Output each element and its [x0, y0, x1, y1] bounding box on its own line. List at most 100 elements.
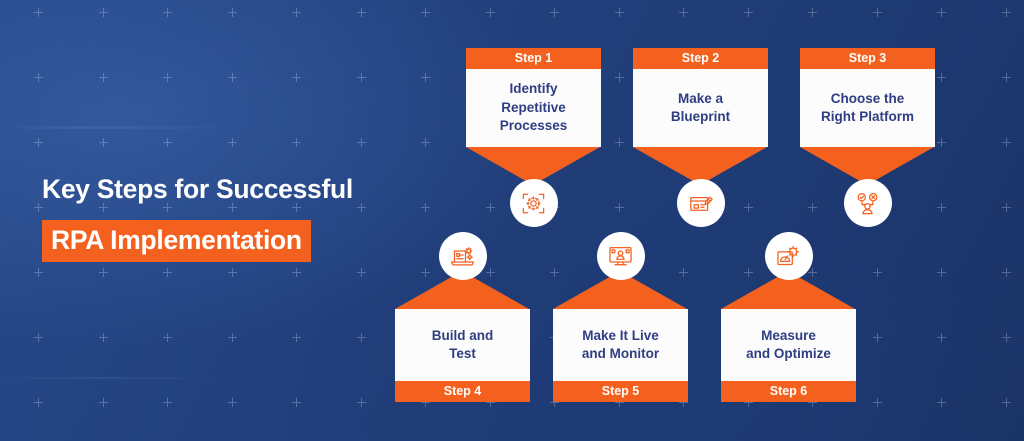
step-label-2: Step 2: [633, 48, 768, 69]
plus-mark: [163, 398, 172, 407]
plus-mark: [98, 8, 108, 17]
monitor-person-icon: [596, 232, 645, 280]
step-label-3: Step 3: [800, 48, 935, 69]
step-label-6: Step 6: [721, 381, 856, 402]
plus-mark: [614, 73, 624, 82]
plus-mark: [743, 203, 753, 212]
step-label-4: Step 4: [395, 381, 530, 402]
plus-mark: [1001, 398, 1011, 407]
step-title-3: Choose the Right Platform: [800, 69, 935, 147]
plus-mark: [356, 333, 366, 342]
person-choice-icon: [843, 179, 892, 227]
plus-mark: [163, 8, 172, 17]
step-title-5-line-2: and Monitor: [581, 346, 660, 361]
step-card-1[interactable]: Step 1 Identify Repetitive Processes: [466, 48, 601, 227]
plus-mark: [421, 138, 430, 147]
plus-mark: [1001, 73, 1011, 82]
plus-mark: [292, 138, 301, 147]
step-title-6: Measure and Optimize: [721, 309, 856, 381]
plus-mark: [421, 398, 430, 407]
plus-mark: [227, 138, 237, 147]
plus-mark: [421, 73, 430, 82]
plus-mark: [872, 333, 882, 342]
plus-mark: [163, 333, 172, 342]
plus-mark: [98, 203, 108, 212]
arrow-down-2: [633, 147, 767, 185]
step-title-3-line-1: Choose the: [830, 90, 905, 106]
step-card-4[interactable]: Build and Test Step 4: [395, 232, 530, 402]
plus-mark: [34, 73, 43, 82]
plus-mark: [292, 398, 301, 407]
plus-mark: [679, 398, 688, 407]
plus-mark: [872, 398, 882, 407]
step-title-2-line-1: Make a: [677, 90, 724, 106]
plus-mark: [937, 398, 946, 407]
plus-mark: [163, 73, 172, 82]
headline-highlight-box: RPA Implementation: [42, 220, 311, 262]
plus-mark: [1001, 268, 1011, 277]
step-label-5: Step 5: [553, 381, 688, 402]
plus-mark: [485, 203, 495, 212]
plus-mark: [34, 398, 43, 407]
headline-line-2: RPA Implementation: [51, 225, 302, 255]
step-title-1-line-2: Repetitive: [501, 99, 566, 115]
plus-mark: [356, 203, 366, 212]
plus-mark: [808, 398, 817, 407]
plus-mark: [98, 398, 108, 407]
plus-mark: [292, 203, 301, 212]
plus-mark: [550, 398, 559, 407]
plus-mark: [937, 138, 946, 147]
plus-mark: [292, 8, 301, 17]
plus-mark: [34, 138, 43, 147]
plus-mark: [937, 333, 946, 342]
plus-mark: [98, 268, 108, 277]
plus-mark: [356, 8, 366, 17]
plus-mark: [550, 8, 559, 17]
plus-mark: [356, 138, 366, 147]
step-card-6[interactable]: Measure and Optimize Step 6: [721, 232, 856, 402]
step-title-6-line-2: and Optimize: [746, 346, 831, 361]
plus-mark: [937, 8, 946, 17]
plus-mark: [937, 73, 946, 82]
step-title-6-line-1: Measure: [761, 327, 816, 343]
plus-mark: [872, 8, 882, 17]
step-title-1: Identify Repetitive Processes: [466, 69, 601, 147]
gauge-gear-icon: [764, 232, 813, 280]
step-card-2[interactable]: Step 2 Make a Blueprint: [633, 48, 768, 227]
plus-mark: [356, 398, 366, 407]
step-title-5-line-1: Make It Live: [582, 327, 659, 343]
plus-mark: [227, 73, 237, 82]
plus-mark: [227, 8, 237, 17]
step-title-4: Build and Test: [395, 309, 530, 381]
plus-mark: [485, 398, 495, 407]
plus-mark: [1001, 203, 1011, 212]
plus-mark: [421, 8, 430, 17]
arrow-down-1: [466, 147, 600, 185]
headline-block: Key Steps for Successful RPA Implementat…: [42, 172, 442, 262]
step-title-1-line-3: Processes: [499, 118, 568, 134]
plus-mark: [98, 138, 108, 147]
plus-mark: [98, 73, 108, 82]
step-card-3[interactable]: Step 3 Choose the Right Platform: [800, 48, 935, 227]
step-title-1-line-1: Identify: [509, 81, 558, 97]
plus-mark: [292, 268, 301, 277]
plus-mark: [163, 268, 172, 277]
plus-mark: [1001, 138, 1011, 147]
plus-mark: [614, 203, 624, 212]
plus-mark: [421, 203, 430, 212]
step-card-5[interactable]: Make It Live and Monitor Step 5: [553, 232, 688, 402]
plus-mark: [679, 8, 688, 17]
plus-mark: [1001, 333, 1011, 342]
step-title-2: Make a Blueprint: [633, 69, 768, 147]
plus-mark: [227, 398, 237, 407]
plus-mark: [292, 73, 301, 82]
plus-mark: [98, 333, 108, 342]
plus-mark: [1001, 8, 1011, 17]
plus-mark: [485, 8, 495, 17]
plus-mark: [163, 138, 172, 147]
plus-mark: [34, 333, 43, 342]
plus-mark: [34, 203, 43, 212]
plus-mark: [872, 268, 882, 277]
plus-mark: [614, 398, 624, 407]
